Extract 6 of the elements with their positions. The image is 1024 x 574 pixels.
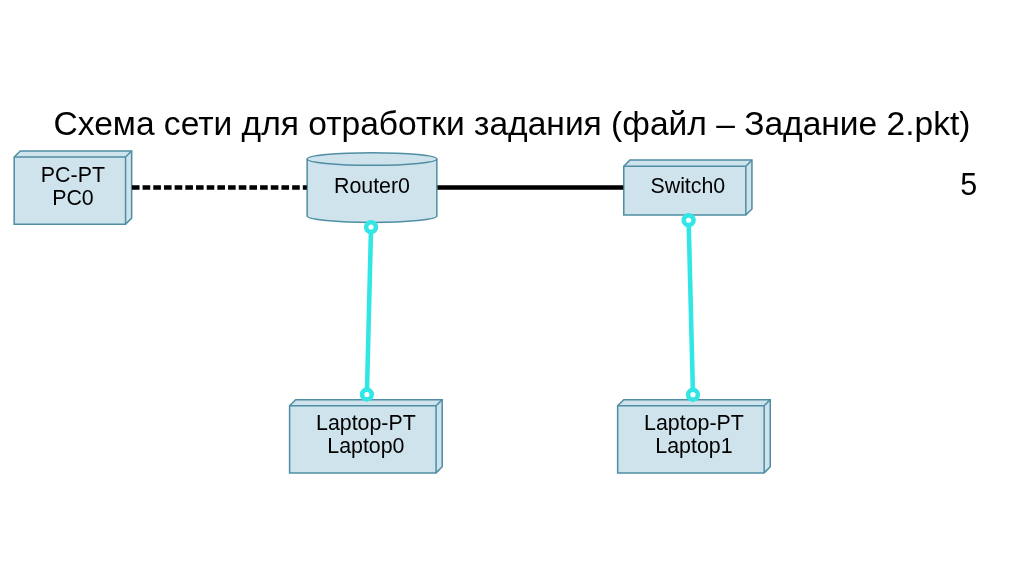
connector bbox=[359, 219, 379, 402]
diagram-title: Схема сети для отработки задания (файл – Задание 2.pkt) bbox=[53, 104, 971, 142]
connector bbox=[131, 184, 307, 190]
label: 5 bbox=[960, 166, 978, 201]
connector bbox=[437, 184, 624, 190]
connector bbox=[681, 212, 701, 402]
